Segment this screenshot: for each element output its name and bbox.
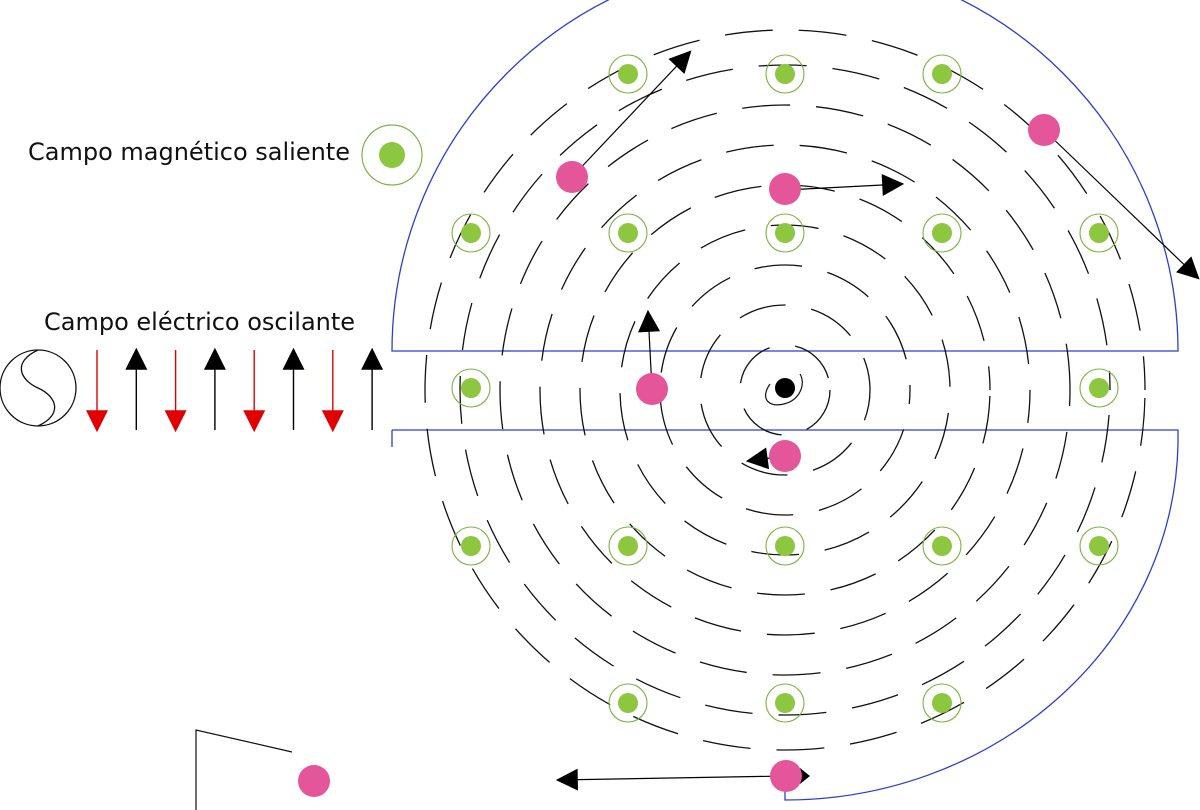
field-out-of-page-icon	[608, 526, 648, 566]
field-out-of-page-icon	[451, 526, 491, 566]
velocity-arrows	[555, 50, 1200, 791]
field-out-of-page-icon	[361, 124, 423, 186]
field-out-of-page-icon	[922, 526, 962, 566]
electric-field-arrows	[86, 347, 384, 433]
particle	[769, 173, 801, 205]
particle	[298, 765, 330, 797]
particle	[636, 373, 668, 405]
field-out-of-page-icon	[765, 683, 805, 723]
track-ring	[424, 29, 1146, 751]
field-out-of-page-icon	[765, 213, 805, 253]
velocity-arrow	[1043, 129, 1200, 280]
particle	[1028, 114, 1060, 146]
track-ring	[499, 104, 1071, 676]
track-ring	[699, 304, 871, 476]
field-out-of-page-icon	[1079, 213, 1119, 253]
ion-source	[775, 378, 795, 398]
particles	[298, 114, 1060, 797]
lower-dee	[392, 429, 1179, 801]
upper-dee	[391, 0, 1179, 352]
particle	[556, 161, 588, 193]
field-out-of-page-icon	[765, 54, 805, 94]
velocity-arrow-tail	[800, 768, 810, 784]
electric-field-label: Campo eléctrico oscilante	[44, 308, 356, 336]
field-out-of-page-icon	[765, 526, 805, 566]
field-out-of-page-icon	[922, 54, 962, 94]
particle	[770, 760, 802, 792]
field-out-of-page-icon	[451, 368, 491, 408]
track-ring	[539, 144, 1031, 636]
velocity-arrow	[571, 50, 692, 178]
field-out-of-page-icon	[1079, 368, 1119, 408]
field-out-of-page-icon	[922, 213, 962, 253]
particle-source-icon	[195, 729, 293, 810]
field-out-of-page-icon	[608, 683, 648, 723]
spiral-start-curve	[765, 373, 803, 406]
particle	[769, 440, 801, 472]
track-ring	[579, 184, 991, 596]
velocity-arrow	[784, 174, 905, 196]
track-ring	[659, 264, 911, 516]
magnetic-field-label: Campo magnético saliente	[28, 138, 350, 166]
field-out-of-page-icon	[1079, 526, 1119, 566]
field-out-of-page-icon	[451, 213, 491, 253]
field-out-of-page-icon	[922, 683, 962, 723]
track-ring	[739, 344, 831, 436]
ac-source-icon	[0, 349, 77, 427]
velocity-arrow	[555, 768, 787, 791]
field-out-of-page-icon	[608, 213, 648, 253]
field-out-of-page-icon	[608, 54, 648, 94]
magnetic-field-markers	[451, 54, 1119, 723]
